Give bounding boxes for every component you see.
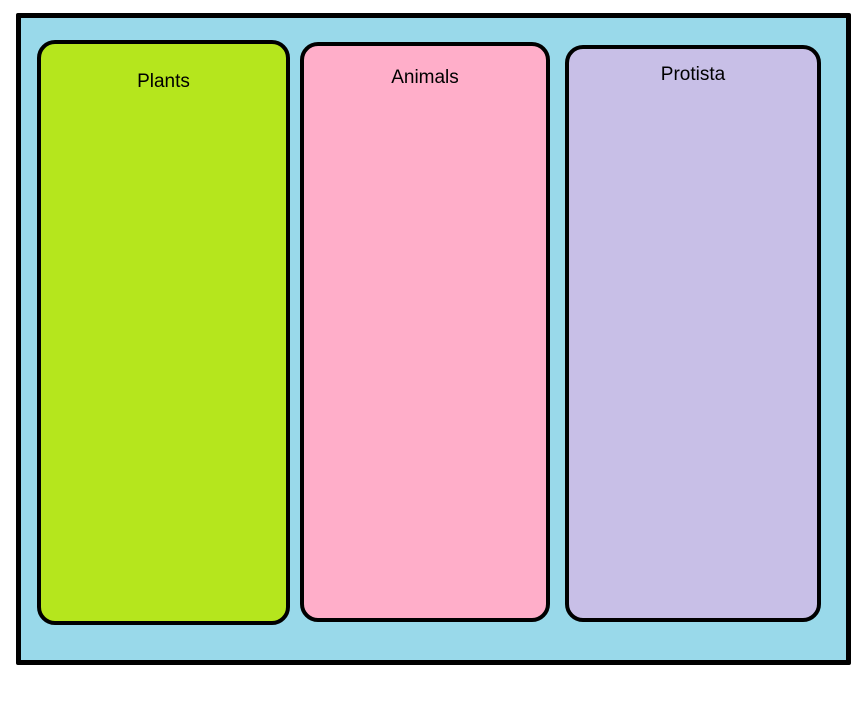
column-animals: Animals — [300, 42, 550, 622]
column-protista-label: Protista — [660, 64, 726, 85]
column-protista: Protista — [565, 45, 821, 622]
column-plants-label: Plants — [137, 71, 190, 92]
column-animals-label: Animals — [391, 67, 459, 88]
classification-board: Plants Animals Protista — [16, 13, 851, 665]
column-plants: Plants — [37, 40, 290, 625]
